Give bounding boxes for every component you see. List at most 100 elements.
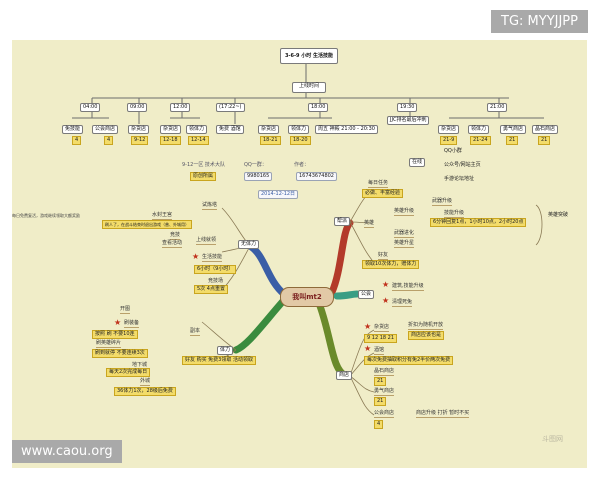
shop-crystal: 晶石商店 <box>374 368 395 376</box>
arena: 竞技 <box>170 232 181 240</box>
shop-guild: 公会商店 <box>374 410 395 418</box>
time-1722: (17:22~) <box>216 103 245 112</box>
guild-clean: 清理死兔 <box>392 299 413 307</box>
value-2: 9-12 <box>131 136 149 145</box>
weapon-upgrade: 武器升级 <box>432 198 453 206</box>
shop-tavern-tip: 每次免费抽取积分有免2半价两次免费 <box>364 356 454 365</box>
friends: 好友 <box>378 252 389 260</box>
branch-guild: 公会 <box>358 290 375 299</box>
value-8: 21-24 <box>470 136 491 145</box>
login-claim: 上线就领 <box>196 237 217 245</box>
hero-shards: 刷英雄碎片 <box>96 340 122 348</box>
qq-value: 9980165 <box>244 172 273 181</box>
branch-energy: 体力 <box>217 346 234 355</box>
time-1800: 18:00 <box>308 103 329 112</box>
value-0: 4 <box>72 136 82 145</box>
shop-crystal-value: 21 <box>374 377 387 386</box>
shop-grocery: 杂货店 <box>374 324 390 332</box>
mind-map-canvas: 3-6-9 小时 生活技能 上线时间 04:00 09:00 12:00 (17… <box>12 40 587 468</box>
corner-logo: 斗图网 <box>542 435 563 443</box>
item-grocery-2: 杂货店 <box>160 125 182 134</box>
hero-upgrade: 英雄升级 <box>394 208 415 216</box>
value-9: 21 <box>506 136 519 145</box>
sect-label: 9-12一区 技术大队 <box>182 162 225 168</box>
hero-star: 英雄升星 <box>394 240 415 248</box>
item-courage-shop: 勇气商店 <box>500 125 527 134</box>
shop-guild-tip: 商店升级 打折 暂时不买 <box>416 410 470 418</box>
item-guild-shop: 公会商店 <box>92 125 119 134</box>
value-4: 12-14 <box>188 136 209 145</box>
dungeon-tip: 每天2次完成每日 <box>106 368 151 377</box>
center-node: 我叫mt2 <box>280 287 334 307</box>
item-tavern: 免费 酒馆 <box>216 125 244 134</box>
energy-sources: 好友 购买 免费3领取 活动领取 <box>182 356 256 365</box>
item-stamina-3: 领体力 <box>468 125 490 134</box>
water-palace-tip: 刷人了，在战斗结束时退出游戏（普、外城用） <box>102 220 192 229</box>
friends-tip: 领取10次体力，赠体力 <box>362 260 420 269</box>
daily-tasks: 每日任务 <box>368 180 389 188</box>
star-icon: ★ <box>192 252 200 261</box>
farm-gear: 刷装备 <box>124 320 140 328</box>
item-grocery: 杂货店 <box>128 125 150 134</box>
trial-tower: 试炼塔 <box>202 202 218 210</box>
author-qq-label: QQ一群： <box>244 162 267 168</box>
item-stamina-2: 领体力 <box>288 125 310 134</box>
star-icon-5: ★ <box>364 322 372 331</box>
hero-shards-tip: 刷到就停 不要连续3次 <box>92 349 148 358</box>
item-crystal-shop: 晶石商店 <box>532 125 559 134</box>
shop-guild-value: 4 <box>374 420 384 429</box>
star-icon-6: ★ <box>364 344 372 353</box>
item-temple: 周五 神殿 21:00 - 20:30 <box>315 125 378 134</box>
time-0900: 09:00 <box>127 103 148 112</box>
item-stamina: 领体力 <box>186 125 208 134</box>
shop-grocery-times: 9 12 18 21 <box>364 334 398 343</box>
star-icon-2: ★ <box>114 318 122 327</box>
skill-upgrade-tip: 6分钟回复1点，1小时10点，2小时20点 <box>430 218 527 227</box>
guild-building: 建筑,技能升级 <box>392 283 424 291</box>
star-icon-4: ★ <box>382 296 390 305</box>
farm-gear-tip: 按照 刷 不要10连 <box>92 330 138 339</box>
daily-tasks-tip: 必做、丰富经验 <box>362 189 404 198</box>
open-map: 开图 <box>120 306 131 314</box>
item-grocery-4: 杂货店 <box>438 125 460 134</box>
outer-city: 外城 <box>140 378 151 386</box>
shop-discount: 折扣为随机开放 <box>408 322 444 330</box>
time-0400: 04:00 <box>80 103 101 112</box>
life-skill-hours: 6小时（9小时） <box>194 265 237 274</box>
branch-stamina: 无体力 <box>238 240 260 249</box>
shop-discount-tip: 商店应该也是 <box>408 331 445 340</box>
watermark-site: www.caou.org <box>12 440 122 463</box>
shop-courage-value: 21 <box>374 397 387 406</box>
date-label: 2014-12-12日 <box>258 190 299 199</box>
item-skill: 免技能 <box>62 125 84 134</box>
life-skill: 生活技能 <box>202 254 223 262</box>
item-grocery-3: 杂货店 <box>258 125 280 134</box>
arena-reset: 5次 4点重置 <box>194 285 228 294</box>
schedule-title: 3-6-9 小时 生活技能 <box>280 48 338 64</box>
weapon-evolve: 武器进化 <box>394 230 415 238</box>
shop-courage: 勇气商店 <box>374 388 395 396</box>
time-1200: 12:00 <box>170 103 191 112</box>
branch-shop: 商店 <box>336 371 353 380</box>
hero-breakthrough: 英雄突破 <box>548 212 569 218</box>
branch-help: 帮派 <box>334 217 351 226</box>
item-jjc: JJC排名最后冲刺 <box>387 116 430 125</box>
value-3: 12-18 <box>160 136 181 145</box>
instance: 副本 <box>190 328 201 336</box>
online-item-0: QQ小群 <box>444 148 462 154</box>
star-icon-3: ★ <box>382 280 390 289</box>
value-5: 18-21 <box>260 136 281 145</box>
value-7: 21-9 <box>440 136 458 145</box>
water-palace: 水封王宫 <box>152 212 173 220</box>
online-time-label: 上线时间 <box>292 82 326 93</box>
outer-city-tip: 36体力1次，28级后免费 <box>114 387 176 396</box>
watermark-telegram: TG: MYYJJPP <box>491 10 588 33</box>
author-label: 作者： <box>294 162 310 168</box>
time-2100: 21:00 <box>487 103 508 112</box>
online-item-1: 公众号/网站主页 <box>444 162 481 168</box>
sect-value: 原创所属 <box>190 172 217 181</box>
author-value: 16743674802 <box>296 172 337 181</box>
shop-tavern: 酒馆 <box>374 347 385 355</box>
check-events: 查看活动 <box>162 240 183 248</box>
value-1: 4 <box>104 136 114 145</box>
